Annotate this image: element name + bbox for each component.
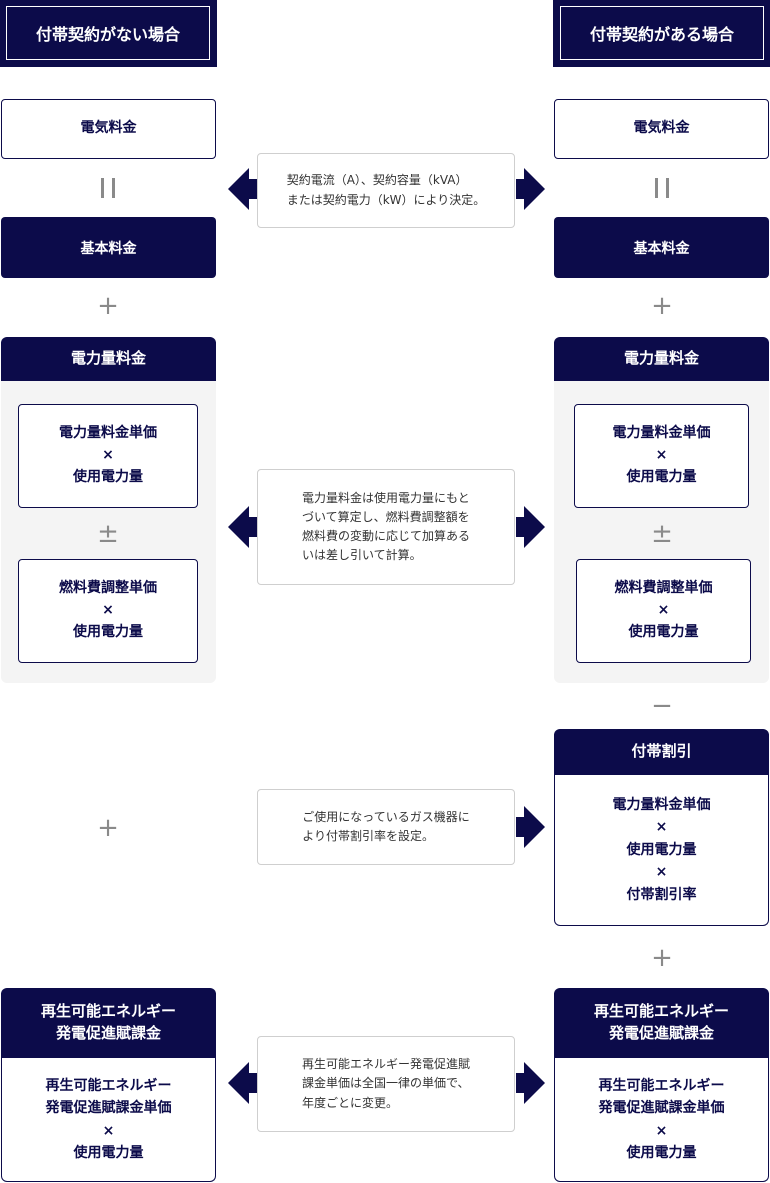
note-basic-line: 契約電流（A）、契約容量（kVA）	[286, 173, 468, 188]
left-energy-unit-line: 使用電力量	[73, 468, 143, 485]
left-renewable-body: 再生可能エネルギー 発電促進賦課金単価 × 使用電力量	[1, 1058, 216, 1182]
right-plus-operator: +	[647, 942, 677, 974]
note-renewable: 再生可能エネルギー発電促進賦 課金単価は全国一律の単価で、 年度ごとに変更。	[257, 1036, 515, 1132]
right-plus-label: +	[651, 943, 673, 973]
header-with-contract-label: 付帯契約がある場合	[589, 25, 734, 44]
right-plus-label: +	[651, 291, 673, 321]
right-basic-fee-label: 基本料金	[633, 240, 690, 257]
right-renewable-line: 再生可能エネルギー	[598, 1077, 725, 1094]
header-with-contract: 付帯契約がある場合	[553, 0, 770, 67]
left-fuel-adjust-line: ×	[102, 602, 114, 619]
left-plus-operator: +	[93, 290, 123, 322]
note-energy-line: づいて算定し、燃料費調整額を	[301, 509, 470, 524]
right-plus-minus-operator: ±	[647, 518, 677, 550]
left-energy-fee-title-label: 電力量料金	[70, 349, 146, 368]
arrow-left-icon	[228, 168, 257, 210]
left-renewable-title-line: 発電促進賦課金	[55, 1024, 161, 1042]
note-basic-line: または契約電力（kW）により決定。	[286, 192, 486, 207]
right-fuel-adjust-line: ×	[657, 602, 670, 619]
arrow-right-icon	[516, 1062, 545, 1104]
right-plus-operator: +	[647, 290, 677, 322]
left-renewable-line: 使用電力量	[73, 1144, 144, 1161]
note-renewable-line: 課金単価は全国一律の単価で、	[301, 1076, 470, 1091]
header-no-contract-label: 付帯契約がない場合	[35, 25, 180, 44]
arrow-left-icon	[228, 506, 257, 548]
left-energy-unit-box: 電力量料金単価 × 使用電力量	[18, 404, 198, 508]
left-renewable-line: 発電促進賦課金単価	[45, 1100, 172, 1117]
note-energy-fee: 電力量料金は使用電力量にもと づいて算定し、燃料費調整額を 燃料費の変動に応じて…	[257, 469, 515, 585]
note-renewable-line: 再生可能エネルギー発電促進賦	[301, 1057, 470, 1072]
right-renewable-line: 発電促進賦課金単価	[598, 1100, 725, 1117]
left-plus-label: +	[97, 291, 119, 321]
right-energy-fee-title: 電力量料金	[554, 337, 769, 381]
left-energy-unit-line: 電力量料金単価	[59, 425, 157, 442]
arrow-left-icon	[228, 1062, 257, 1104]
left-electricity-fee-label: 電気料金	[80, 120, 137, 137]
right-renewable-body: 再生可能エネルギー 発電促進賦課金単価 × 使用電力量	[554, 1058, 769, 1182]
right-renewable-title: 再生可能エネルギー 発電促進賦課金	[554, 988, 769, 1058]
left-renewable-line: ×	[102, 1122, 115, 1139]
right-renewable-line: ×	[655, 1122, 668, 1139]
left-electricity-fee: 電気料金	[1, 99, 216, 159]
left-equals-operator	[99, 178, 117, 198]
right-discount-title-label: 付帯割引	[631, 742, 692, 761]
note-basic-fee: 契約電流（A）、契約容量（kVA） または契約電力（kW）により決定。	[257, 153, 515, 228]
header-no-contract: 付帯契約がない場合	[0, 0, 217, 67]
arrow-right-icon	[516, 168, 545, 210]
right-renewable-line: 使用電力量	[626, 1144, 697, 1161]
left-plus-label: +	[97, 813, 119, 843]
arrow-right-icon	[516, 806, 545, 848]
right-discount-line: 使用電力量	[626, 841, 697, 858]
note-energy-line: 燃料費の変動に応じて加算ある	[301, 529, 470, 543]
note-discount-line: ご使用になっているガス機器に	[302, 809, 470, 824]
right-fuel-adjust-line: 使用電力量	[628, 623, 699, 640]
right-equals-operator	[653, 178, 671, 198]
right-fuel-adjust-box: 燃料費調整単価 × 使用電力量	[576, 559, 751, 663]
right-fuel-adjust-line: 燃料費調整単価	[614, 580, 713, 597]
note-energy-line: 電力量料金は使用電力量にもと	[301, 490, 470, 505]
left-energy-unit-line: ×	[102, 447, 114, 464]
right-minus-operator: −	[647, 690, 677, 722]
note-discount: ご使用になっているガス機器に より付帯割引率を設定。	[257, 789, 515, 865]
note-renewable-line: 年度ごとに変更。	[301, 1095, 398, 1110]
left-fuel-adjust-box: 燃料費調整単価 × 使用電力量	[18, 559, 198, 663]
arrow-right-icon	[516, 506, 545, 548]
left-plus-minus-operator: ±	[93, 518, 123, 550]
left-basic-fee-label: 基本料金	[80, 240, 137, 257]
left-fuel-adjust-line: 燃料費調整単価	[59, 580, 157, 597]
left-plus-operator: +	[93, 812, 123, 844]
right-energy-unit-box: 電力量料金単価 × 使用電力量	[574, 404, 749, 508]
note-energy-line: いは差し引いて計算。	[301, 548, 422, 563]
left-basic-fee: 基本料金	[1, 217, 216, 278]
right-energy-unit-line: 電力量料金単価	[612, 425, 711, 442]
right-discount-line: 電力量料金単価	[612, 797, 711, 814]
left-renewable-line: 再生可能エネルギー	[45, 1077, 172, 1094]
right-minus-label: −	[651, 691, 673, 721]
right-discount-line: ×	[655, 819, 668, 836]
right-basic-fee: 基本料金	[554, 217, 769, 278]
right-plus-minus-label: ±	[651, 519, 673, 549]
left-fuel-adjust-line: 使用電力量	[73, 623, 143, 640]
right-energy-fee-title-label: 電力量料金	[623, 349, 699, 368]
right-renewable-title-line: 発電促進賦課金	[608, 1024, 714, 1042]
left-renewable-title: 再生可能エネルギー 発電促進賦課金	[1, 988, 216, 1058]
right-electricity-fee-label: 電気料金	[633, 120, 690, 137]
right-discount-title: 付帯割引	[554, 729, 769, 775]
left-plus-minus-label: ±	[97, 519, 119, 549]
right-electricity-fee: 電気料金	[554, 99, 769, 159]
right-energy-unit-line: ×	[655, 447, 668, 464]
right-energy-unit-line: 使用電力量	[626, 468, 697, 485]
left-energy-fee-title: 電力量料金	[1, 337, 216, 381]
right-renewable-title-line: 再生可能エネルギー	[593, 1002, 729, 1021]
left-renewable-title-line: 再生可能エネルギー	[40, 1002, 176, 1021]
right-discount-line: ×	[655, 864, 668, 881]
right-discount-line: 付帯割引率	[626, 886, 697, 903]
right-discount-body: 電力量料金単価 × 使用電力量 × 付帯割引率	[554, 775, 769, 926]
note-discount-line: より付帯割引率を設定。	[302, 829, 435, 843]
